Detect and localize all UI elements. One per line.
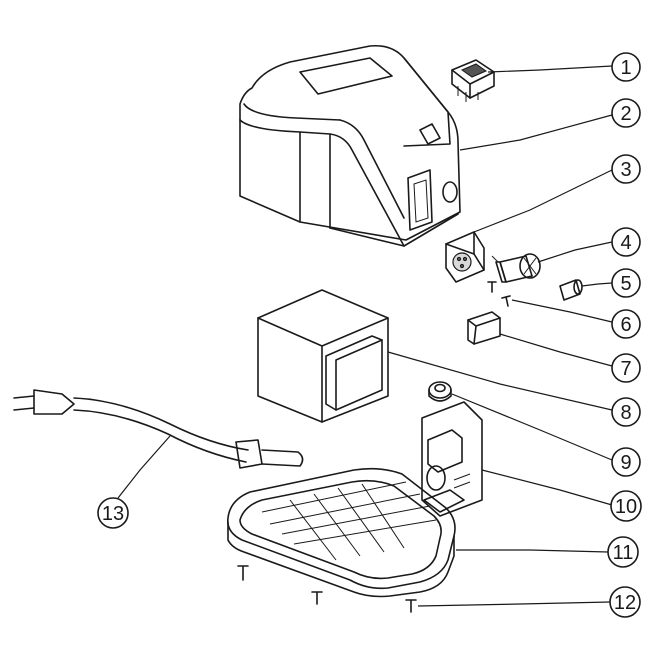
leader-line-1 (487, 65, 613, 73)
callout-1: 1 (611, 52, 641, 82)
leader-lines (117, 65, 613, 607)
callout-13: 13 (97, 497, 129, 529)
power-cord-icon (13, 389, 304, 469)
callout-3: 3 (611, 154, 641, 184)
leader-line-2 (459, 114, 613, 151)
svg-text:9: 9 (620, 452, 631, 474)
circuit-board-icon (421, 401, 483, 517)
svg-text:4: 4 (620, 232, 631, 254)
svg-text:10: 10 (615, 496, 637, 518)
svg-text:13: 13 (102, 503, 124, 525)
leader-line-9 (451, 393, 613, 461)
ring-core-icon (428, 381, 452, 402)
leader-line-3 (473, 169, 613, 233)
transformer-icon (257, 289, 389, 423)
callout-7: 7 (611, 353, 641, 383)
callout-2: 2 (611, 98, 641, 128)
fuse-holder-icon (491, 253, 541, 283)
svg-text:6: 6 (620, 314, 631, 336)
leader-line-10 (481, 469, 613, 506)
callout-8: 8 (611, 397, 641, 427)
callout-9: 9 (611, 447, 641, 477)
callout-10: 10 (610, 490, 642, 522)
leader-line-13 (117, 435, 171, 499)
leader-line-12 (417, 601, 611, 607)
rubber-pad-icon (467, 311, 501, 345)
svg-text:12: 12 (614, 592, 636, 614)
callout-5: 5 (611, 268, 641, 298)
leader-line-5 (581, 282, 613, 287)
leader-line-4 (537, 241, 613, 263)
svg-text:7: 7 (620, 358, 631, 380)
small-screw-icon (487, 281, 511, 307)
callout-12: 12 (609, 586, 641, 618)
rocker-switch-icon (451, 59, 495, 102)
svg-text:11: 11 (613, 542, 634, 564)
svg-text:3: 3 (620, 159, 631, 181)
callout-11: 11 (607, 536, 639, 568)
leader-line-11 (456, 549, 609, 553)
leader-line-6 (511, 299, 613, 323)
top-housing-cover-icon (239, 44, 461, 247)
base-plate-icon (226, 467, 456, 598)
svg-text:2: 2 (620, 103, 631, 125)
xlr-socket-icon (445, 231, 485, 283)
base-screw-icon (237, 565, 417, 613)
svg-text:5: 5 (620, 273, 631, 295)
fuse-icon (559, 279, 583, 301)
leader-line-7 (499, 333, 613, 367)
svg-text:1: 1 (620, 57, 631, 79)
callout-6: 6 (611, 309, 641, 339)
svg-text:8: 8 (620, 402, 631, 424)
leader-line-8 (387, 351, 613, 411)
callout-4: 4 (611, 227, 641, 257)
